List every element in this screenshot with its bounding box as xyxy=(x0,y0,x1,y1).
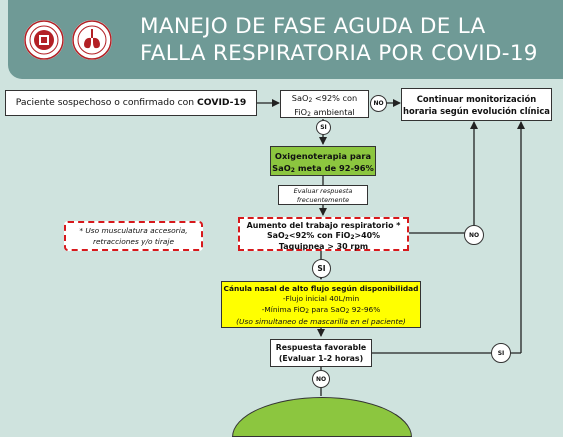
title-line-1: MANEJO DE FASE AGUDA DE LA xyxy=(140,14,486,39)
hfnc-line-1: Cánula nasal de alto flujo según disponi… xyxy=(223,284,419,293)
accessory-line-1: * Uso musculatura accesoria, xyxy=(79,226,188,235)
university-seal-logo xyxy=(24,20,64,60)
no-label-3: NO xyxy=(315,375,327,383)
evaluate-line-2: frecuentemente xyxy=(296,195,350,204)
evaluate-box: Evaluar respuesta frecuentemente xyxy=(278,185,368,205)
patient-label-covid: COVID-19 xyxy=(197,97,247,108)
favorable-line-2: (Evaluar 1-2 horas) xyxy=(278,354,364,363)
work-threshold: >40% xyxy=(354,230,381,240)
title-line-2: FALLA RESPIRATORIA POR COVID-19 xyxy=(140,41,538,66)
header-banner: MANEJO DE FASE AGUDA DE LA FALLA RESPIRA… xyxy=(8,0,563,79)
monitoring-box: Continuar monitorización horaria según e… xyxy=(401,88,552,121)
no-circle-1: NO xyxy=(370,95,387,112)
fio2-sub: 2 xyxy=(307,110,311,118)
work-line-1: Aumento del trabajo respiratorio * xyxy=(246,221,401,230)
hfnc-sub-1: 2 xyxy=(305,307,310,315)
work-line-3: Taquipnea > 30 rpm xyxy=(278,242,369,251)
si-label-2: SI xyxy=(317,264,326,273)
fio2-rest: ambiental xyxy=(310,106,355,117)
hfnc-sao: para SaO xyxy=(309,304,346,314)
sao2-rest: <92% con xyxy=(312,93,358,103)
hfnc-line-2: -Flujo inicial 40L/min xyxy=(282,294,360,304)
page-title: MANEJO DE FASE AGUDA DE LA FALLA RESPIRA… xyxy=(140,13,538,67)
lungs-logo xyxy=(72,20,112,60)
oxygen-therapy-box: Oxigenoterapia para SaO2 meta de 92-96% xyxy=(270,146,376,176)
si-circle-2: SI xyxy=(312,259,331,278)
oxygen-line-1: Oxigenoterapia para xyxy=(274,151,372,161)
favorable-line-1: Respuesta favorable xyxy=(275,343,367,352)
no-label-1: NO xyxy=(373,100,384,107)
evaluate-line-1: Evaluar respuesta xyxy=(293,187,353,195)
patient-box: Paciente sospechoso o confirmado con COV… xyxy=(5,90,257,116)
oxygen-sub: 2 xyxy=(290,167,295,174)
patient-label: Paciente sospechoso o confirmado con xyxy=(15,97,195,108)
work-sub-1: 2 xyxy=(284,233,289,241)
no-circle-3: NO xyxy=(312,370,330,388)
sao2-check-box: SaO2 <92% con FiO2 ambiental xyxy=(280,90,369,118)
accessory-line-2: retracciones y/o tiraje xyxy=(92,236,175,246)
hfnc-fio: -Mínima FiO xyxy=(261,304,306,314)
work-fio: <92% con FiO xyxy=(288,230,351,240)
si-label-1: SI xyxy=(320,124,327,131)
monitoring-line-1: Continuar monitorización xyxy=(416,94,537,104)
no-label-2: NO xyxy=(468,231,480,239)
work-increase-box: Aumento del trabajo respiratorio * SaO2<… xyxy=(238,217,409,251)
oxygen-meta: meta de 92-96% xyxy=(294,163,374,173)
oxygen-sao: SaO xyxy=(272,163,291,173)
no-circle-2: NO xyxy=(464,225,484,245)
si-label-3: SI xyxy=(497,349,505,357)
monitoring-line-2: horaria según evolución clínica xyxy=(403,105,550,116)
hfnc-sub-2: 2 xyxy=(345,307,350,315)
sao2-sub: 2 xyxy=(308,97,313,104)
sao2-text: SaO xyxy=(291,93,309,103)
favorable-response-box: Respuesta favorable (Evaluar 1-2 horas) xyxy=(270,339,372,367)
si-circle-1: SI xyxy=(316,120,331,135)
si-circle-3: SI xyxy=(491,343,511,363)
accessory-note-box: * Uso musculatura accesoria, retraccione… xyxy=(64,221,203,251)
hfnc-box: Cánula nasal de alto flujo según disponi… xyxy=(221,281,421,328)
work-sao: SaO xyxy=(266,230,285,240)
hfnc-line-4: (Uso simultaneo de mascarilla en el paci… xyxy=(236,316,406,326)
hfnc-range: 92-96% xyxy=(349,304,381,314)
work-sub-2: 2 xyxy=(350,233,355,241)
fio2-text: FiO xyxy=(294,106,308,117)
